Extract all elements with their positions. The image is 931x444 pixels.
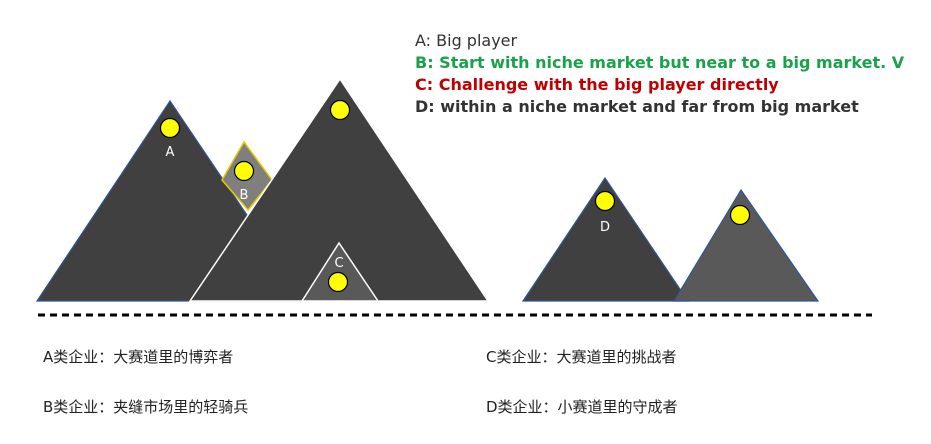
peak-label-d: D — [600, 220, 610, 235]
marker-top — [329, 99, 351, 121]
caption-d: D类企业：小赛道里的守成者 — [486, 398, 678, 416]
peak-label-a: A — [166, 145, 175, 160]
peak-label-c: C — [334, 256, 343, 271]
legend-item-a: A: Big player — [415, 31, 518, 50]
legend-item-d: D: within a niche market and far from bi… — [415, 97, 859, 116]
mountain-d — [521, 176, 690, 302]
marker-c — [327, 271, 349, 293]
mountain-c — [300, 241, 380, 302]
peak-label-b: B — [240, 188, 249, 203]
legend-item-c: C: Challenge with the big player directl… — [415, 75, 779, 94]
caption-c: C类企业：大赛道里的挑战者 — [486, 348, 677, 366]
caption-b: B类企业：夹缝市场里的轻骑兵 — [43, 398, 249, 416]
caption-a: A类企业：大赛道里的博弈者 — [43, 348, 234, 366]
marker-b — [233, 160, 255, 182]
marker-d — [594, 190, 616, 212]
mountain-right-gray — [672, 188, 820, 302]
marker-a — [159, 117, 181, 139]
legend-item-b: B: Start with niche market but near to a… — [415, 53, 905, 72]
marker-right — [729, 204, 751, 226]
